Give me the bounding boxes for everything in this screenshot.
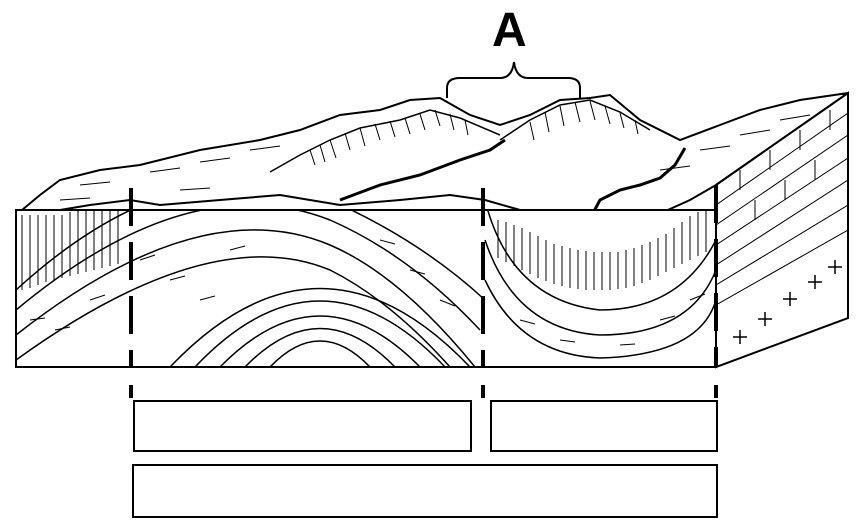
terrain-surface	[15, 92, 849, 232]
igneous-crosses	[733, 260, 842, 344]
answer-box-bottom[interactable]	[132, 464, 718, 518]
syncline-strata	[484, 210, 716, 359]
anticline-core	[169, 287, 471, 367]
label-a: A	[492, 4, 527, 57]
division-lines	[129, 185, 718, 367]
division-ticks	[129, 385, 718, 398]
front-face	[15, 209, 717, 368]
valley-line-2	[590, 147, 687, 216]
answer-box-left[interactable]	[133, 400, 472, 452]
brace	[446, 61, 581, 98]
side-strata	[716, 110, 848, 306]
strata-texture	[29, 239, 706, 346]
ridge-crest-left	[269, 109, 501, 173]
answer-box-right[interactable]	[490, 400, 718, 452]
anticline-strata	[16, 210, 486, 367]
terrain-hatching	[59, 100, 811, 201]
valley-line-1	[339, 138, 506, 202]
